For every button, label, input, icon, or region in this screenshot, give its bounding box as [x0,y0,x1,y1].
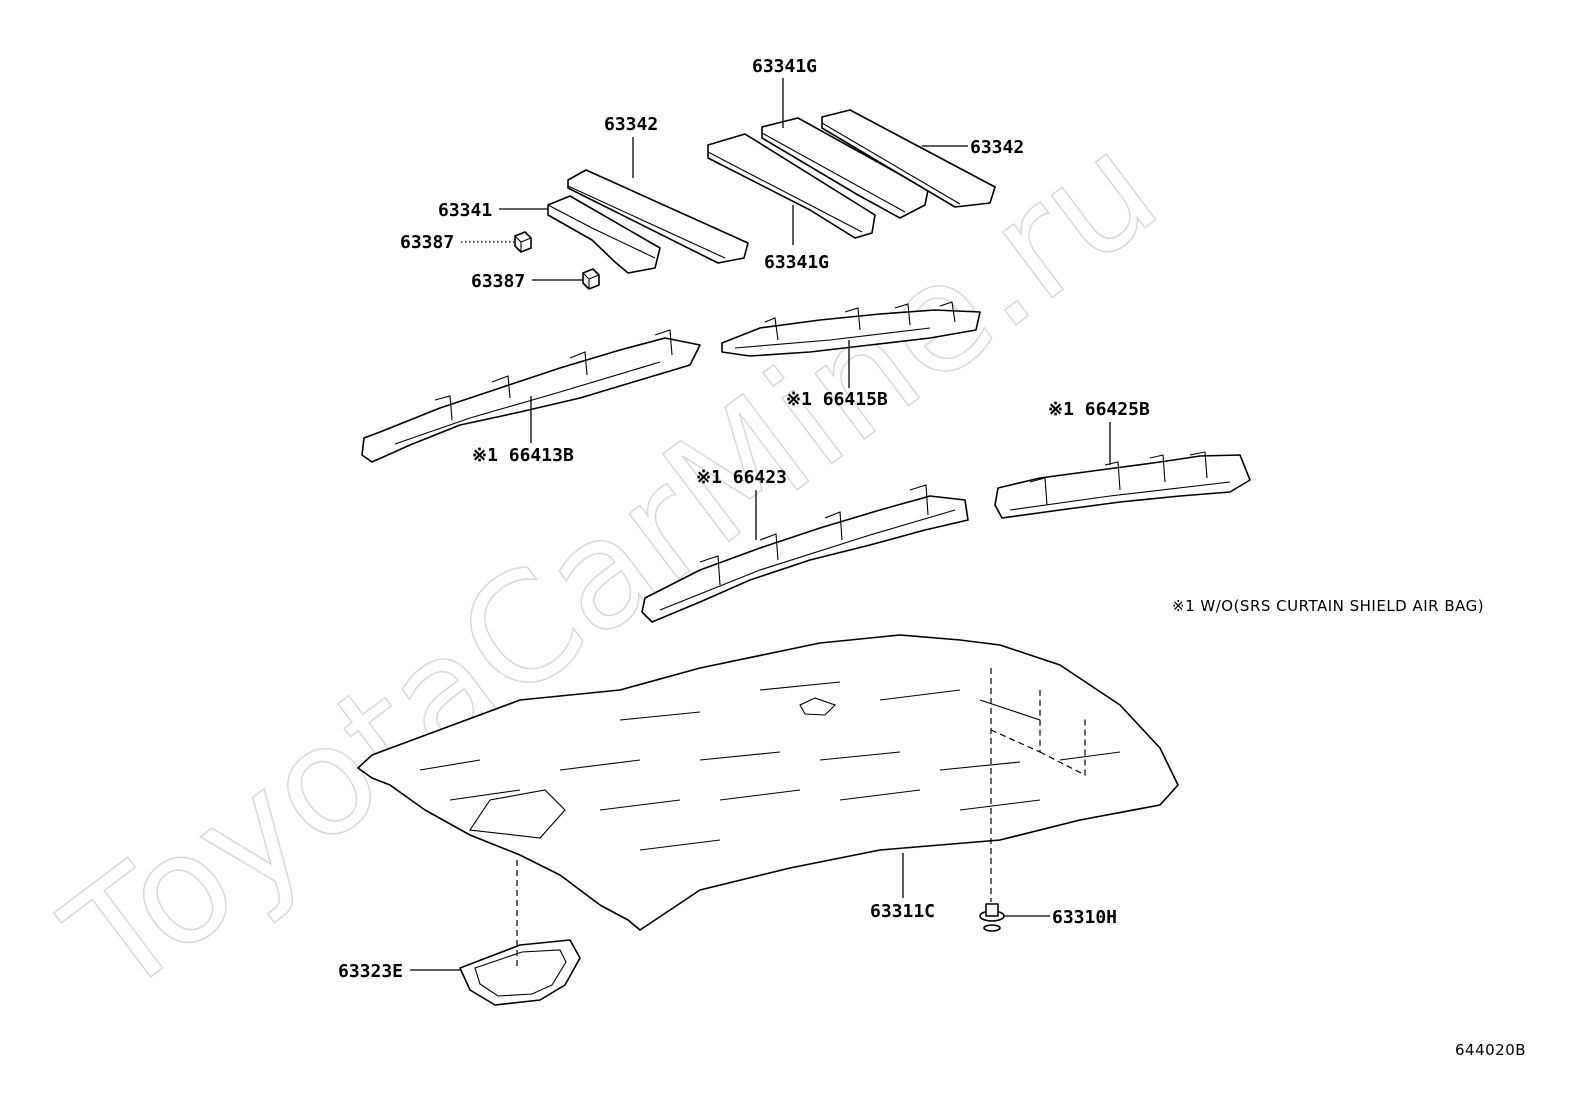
clip-63387-a [514,231,532,253]
label-63311c: 63311C [870,901,935,922]
clip-63387-b [582,268,600,290]
label-63387-b: 63387 [471,271,525,292]
rail-66415b [721,301,981,357]
label-66425b: ※1 66425B [1048,399,1150,420]
label-66413b: ※1 66413B [472,445,574,466]
figure-id: 644020B [1455,1041,1526,1059]
label-63341g-bottom: 63341G [764,252,829,273]
label-63341g-top: 63341G [752,56,817,77]
headliner-63311c [357,634,1179,931]
label-63342-right: 63342 [970,137,1024,158]
pad-63341 [547,195,661,274]
pad-63342-left [567,169,749,264]
clip-63310h [979,903,1005,932]
dashed-line-mount-b [1039,718,1086,776]
label-63323e: 63323E [338,961,403,982]
label-63341: 63341 [438,200,492,221]
label-66423: ※1 66423 [696,467,787,488]
footnote: ※1 W/O(SRS CURTAIN SHIELD AIR BAG) [1172,597,1484,615]
label-63342-left: 63342 [604,114,658,135]
rail-66423 [641,484,969,623]
pad-63341g-middle [761,117,929,219]
label-66415b: ※1 66415B [786,389,888,410]
label-63310h: 63310H [1052,907,1117,928]
pad-63342-right [821,109,996,208]
rail-66425b [994,451,1251,519]
label-63387-a: 63387 [400,232,454,253]
pad-63341g-front [707,133,876,239]
frame-63323e [459,939,581,1006]
